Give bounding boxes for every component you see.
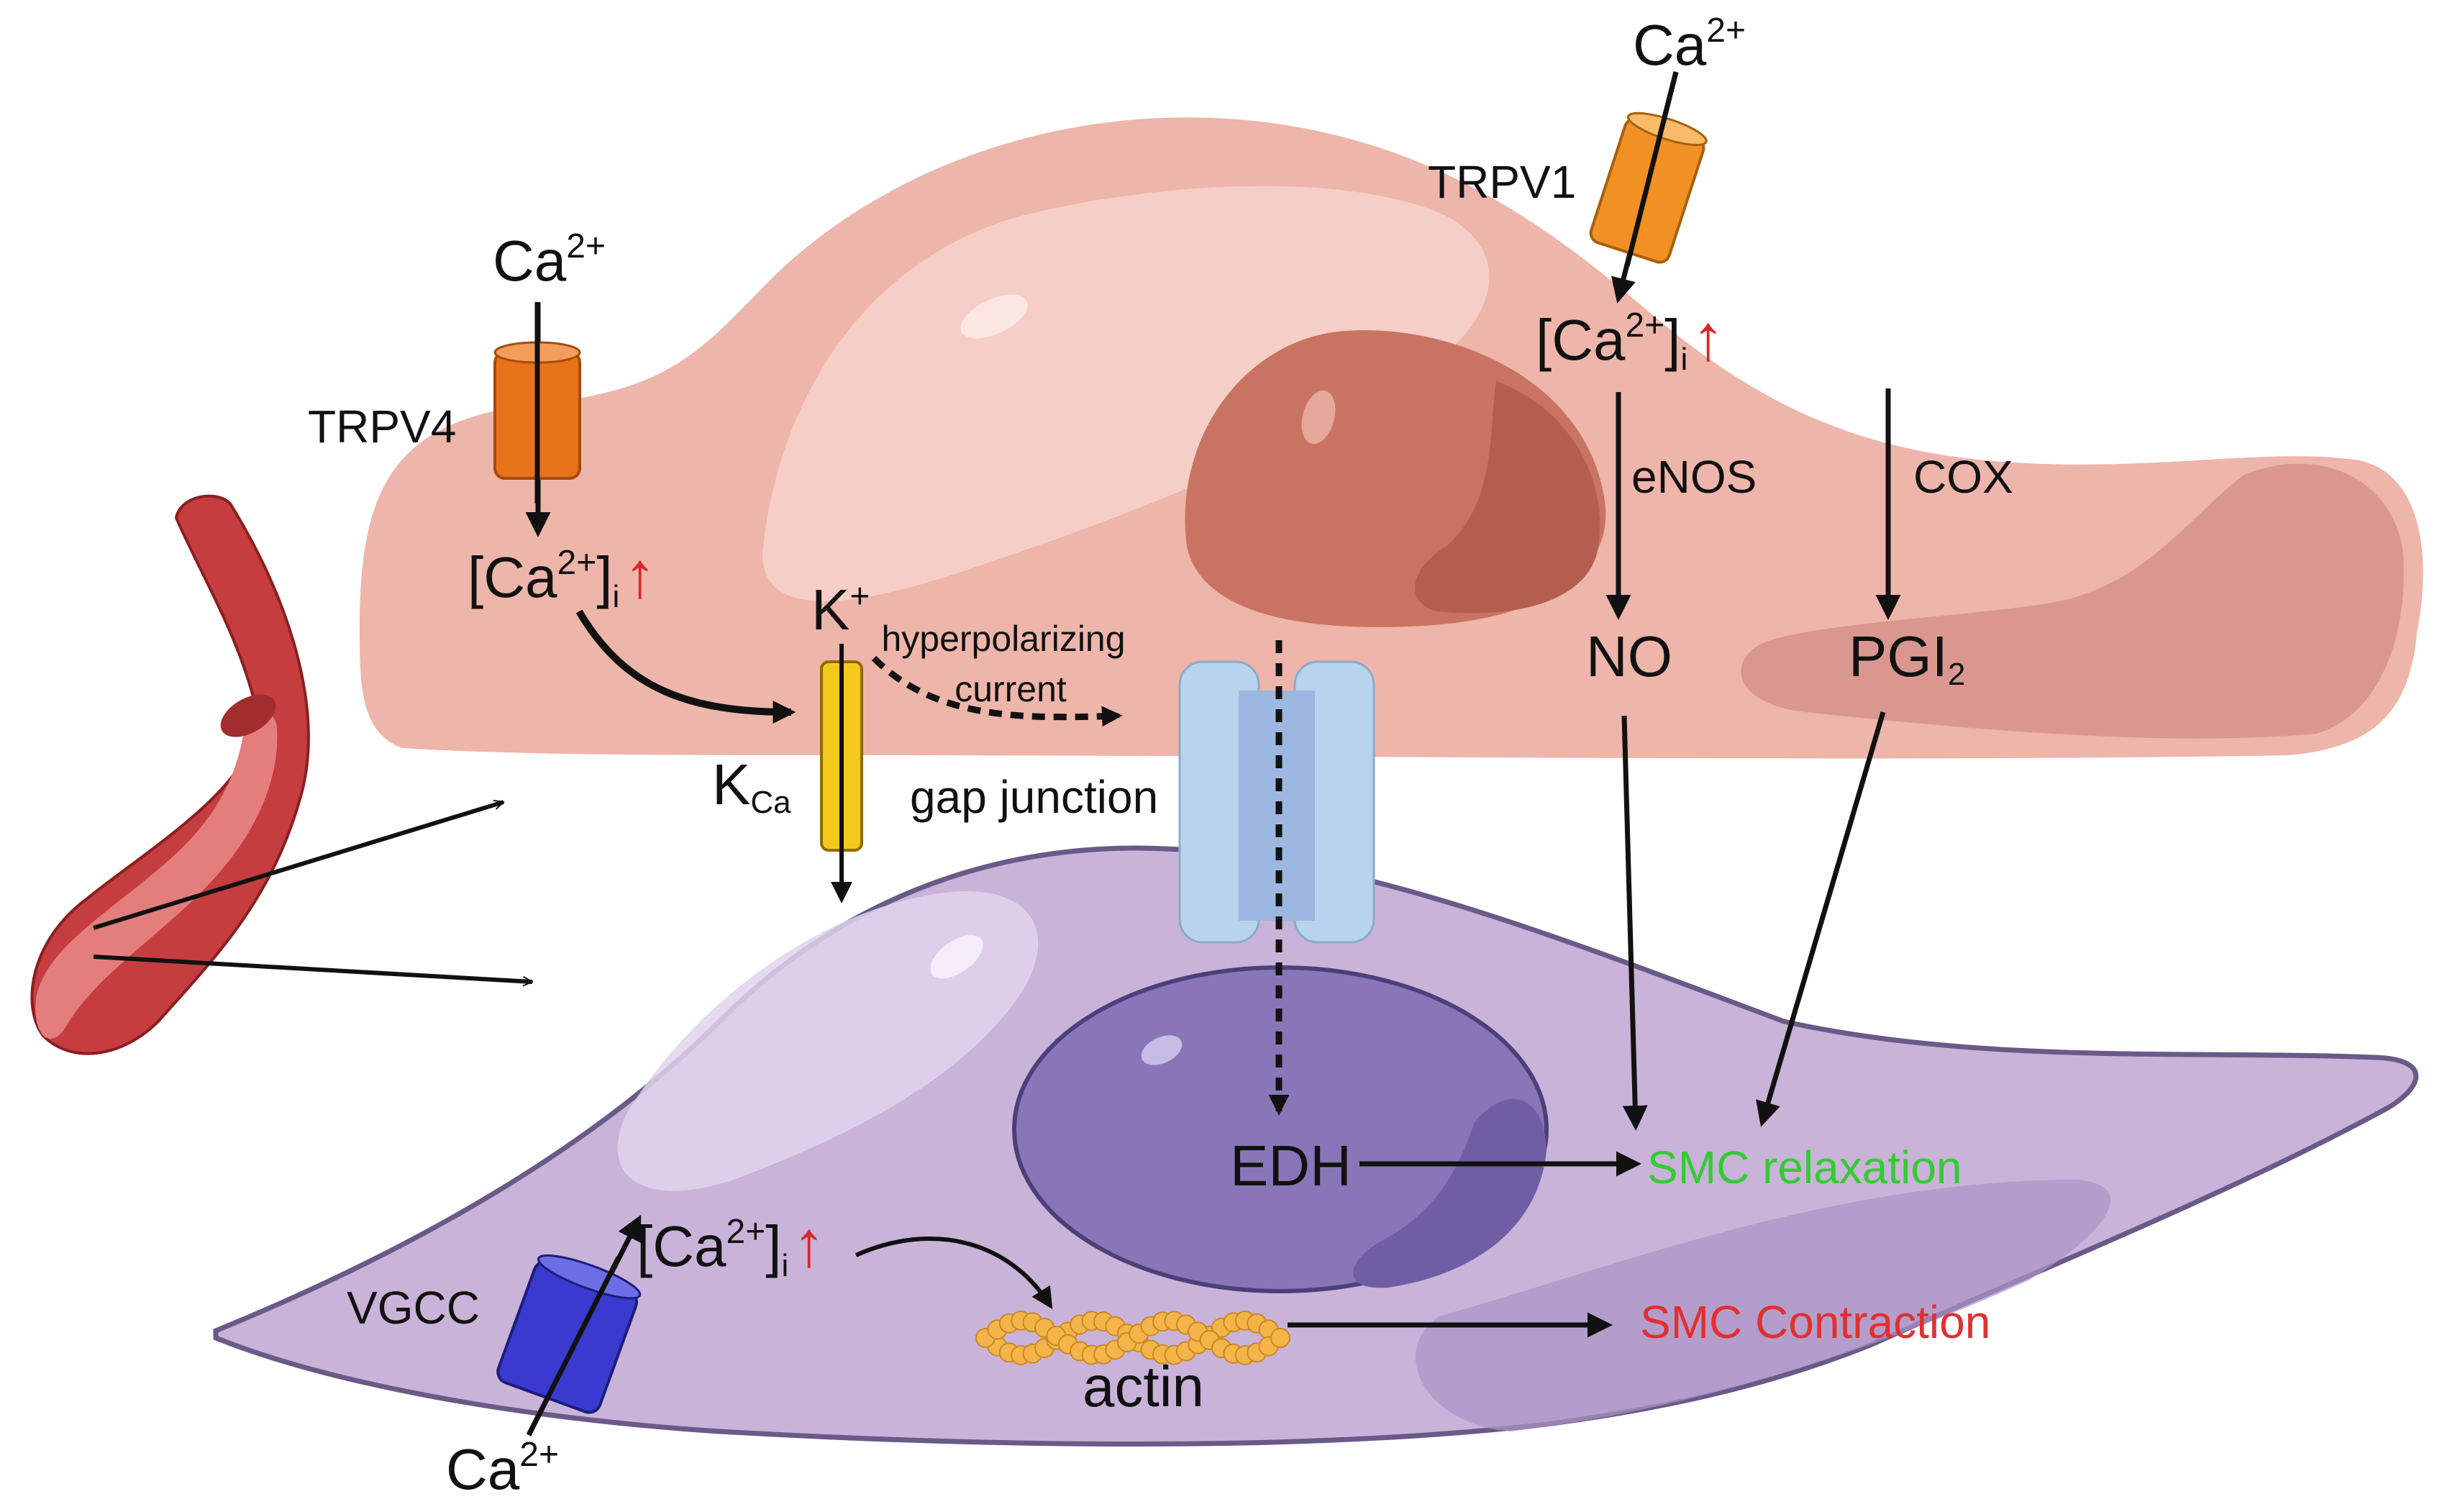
ca-to-kca-arrow [575, 609, 796, 724]
actin-bead [1270, 1328, 1290, 1348]
current-label: current [955, 669, 1067, 709]
trpv1-arrow-overlay [1624, 71, 1679, 267]
smc-nucleus-shine [1141, 1035, 1183, 1065]
actin-label: actin [1083, 1354, 1204, 1418]
endothelial-nucleus-shadow [1415, 381, 1600, 614]
smc-shine [930, 934, 983, 979]
vessel-pointer-arrow-lower [93, 955, 532, 982]
kca-channel [820, 644, 863, 863]
smc-nucleus-shadow [1353, 1098, 1547, 1288]
vessel-pointer-arrow-upper [93, 802, 504, 930]
blood-vessel-icon [30, 494, 310, 1055]
trpv1-intracellular-ca-label: [Ca2+]i↑ [1536, 302, 1724, 377]
endothelial-highlight [762, 186, 1490, 601]
edh-label: EDH [1230, 1134, 1352, 1198]
trpv4-ca-label: Ca2+ [493, 227, 606, 293]
hyperpolarizing-current-arrow [871, 655, 1123, 727]
smc-relaxation-label: SMC relaxation [1647, 1142, 1962, 1193]
trpv4-channel-label: TRPV4 [308, 401, 456, 452]
vgcc-label: VGCC [347, 1282, 480, 1334]
actin-filament-icon [975, 1311, 1290, 1365]
smooth-muscle-cell [213, 845, 2419, 1447]
trpv4-channel [493, 302, 581, 504]
no-to-relaxation-arrow [1621, 715, 1648, 1131]
endothelial-nucleus-shine [1301, 390, 1336, 445]
pgi2-to-relaxation-arrow [1756, 711, 1886, 1127]
smc-ca-to-actin-arrow [855, 1237, 1053, 1310]
enos-label: eNOS [1631, 451, 1757, 503]
smc-shadow [1416, 1180, 2111, 1431]
trpv1-channel-label: TRPV1 [1428, 156, 1576, 208]
smc-contraction-label: SMC Contraction [1640, 1296, 1990, 1348]
cox-label: COX [1913, 451, 2013, 503]
gap-junction-label: gap junction [910, 771, 1158, 823]
no-label: NO [1586, 624, 1672, 688]
endothelial-cell [360, 117, 2423, 759]
kca-channel-label: KCa [712, 752, 791, 820]
hyperpolarizing-label: hyperpolarizing [881, 619, 1125, 659]
vgcc-arrow-overlay [526, 1256, 621, 1436]
pgi2-label: PGI2 [1849, 624, 1965, 692]
trpv1-ca-label: Ca2+ [1633, 12, 1746, 77]
smc-intracellular-ca-label: [Ca2+]i↑ [637, 1208, 825, 1283]
vessel-opening [220, 694, 276, 737]
endothelial-organelle [1741, 463, 2404, 739]
trpv4-intracellular-ca-label: [Ca2+]i↑ [468, 539, 656, 614]
vgcc-ca-label: Ca2+ [446, 1436, 559, 1501]
k-ion-label: K+ [811, 578, 870, 642]
endothelial-shine [960, 294, 1028, 339]
